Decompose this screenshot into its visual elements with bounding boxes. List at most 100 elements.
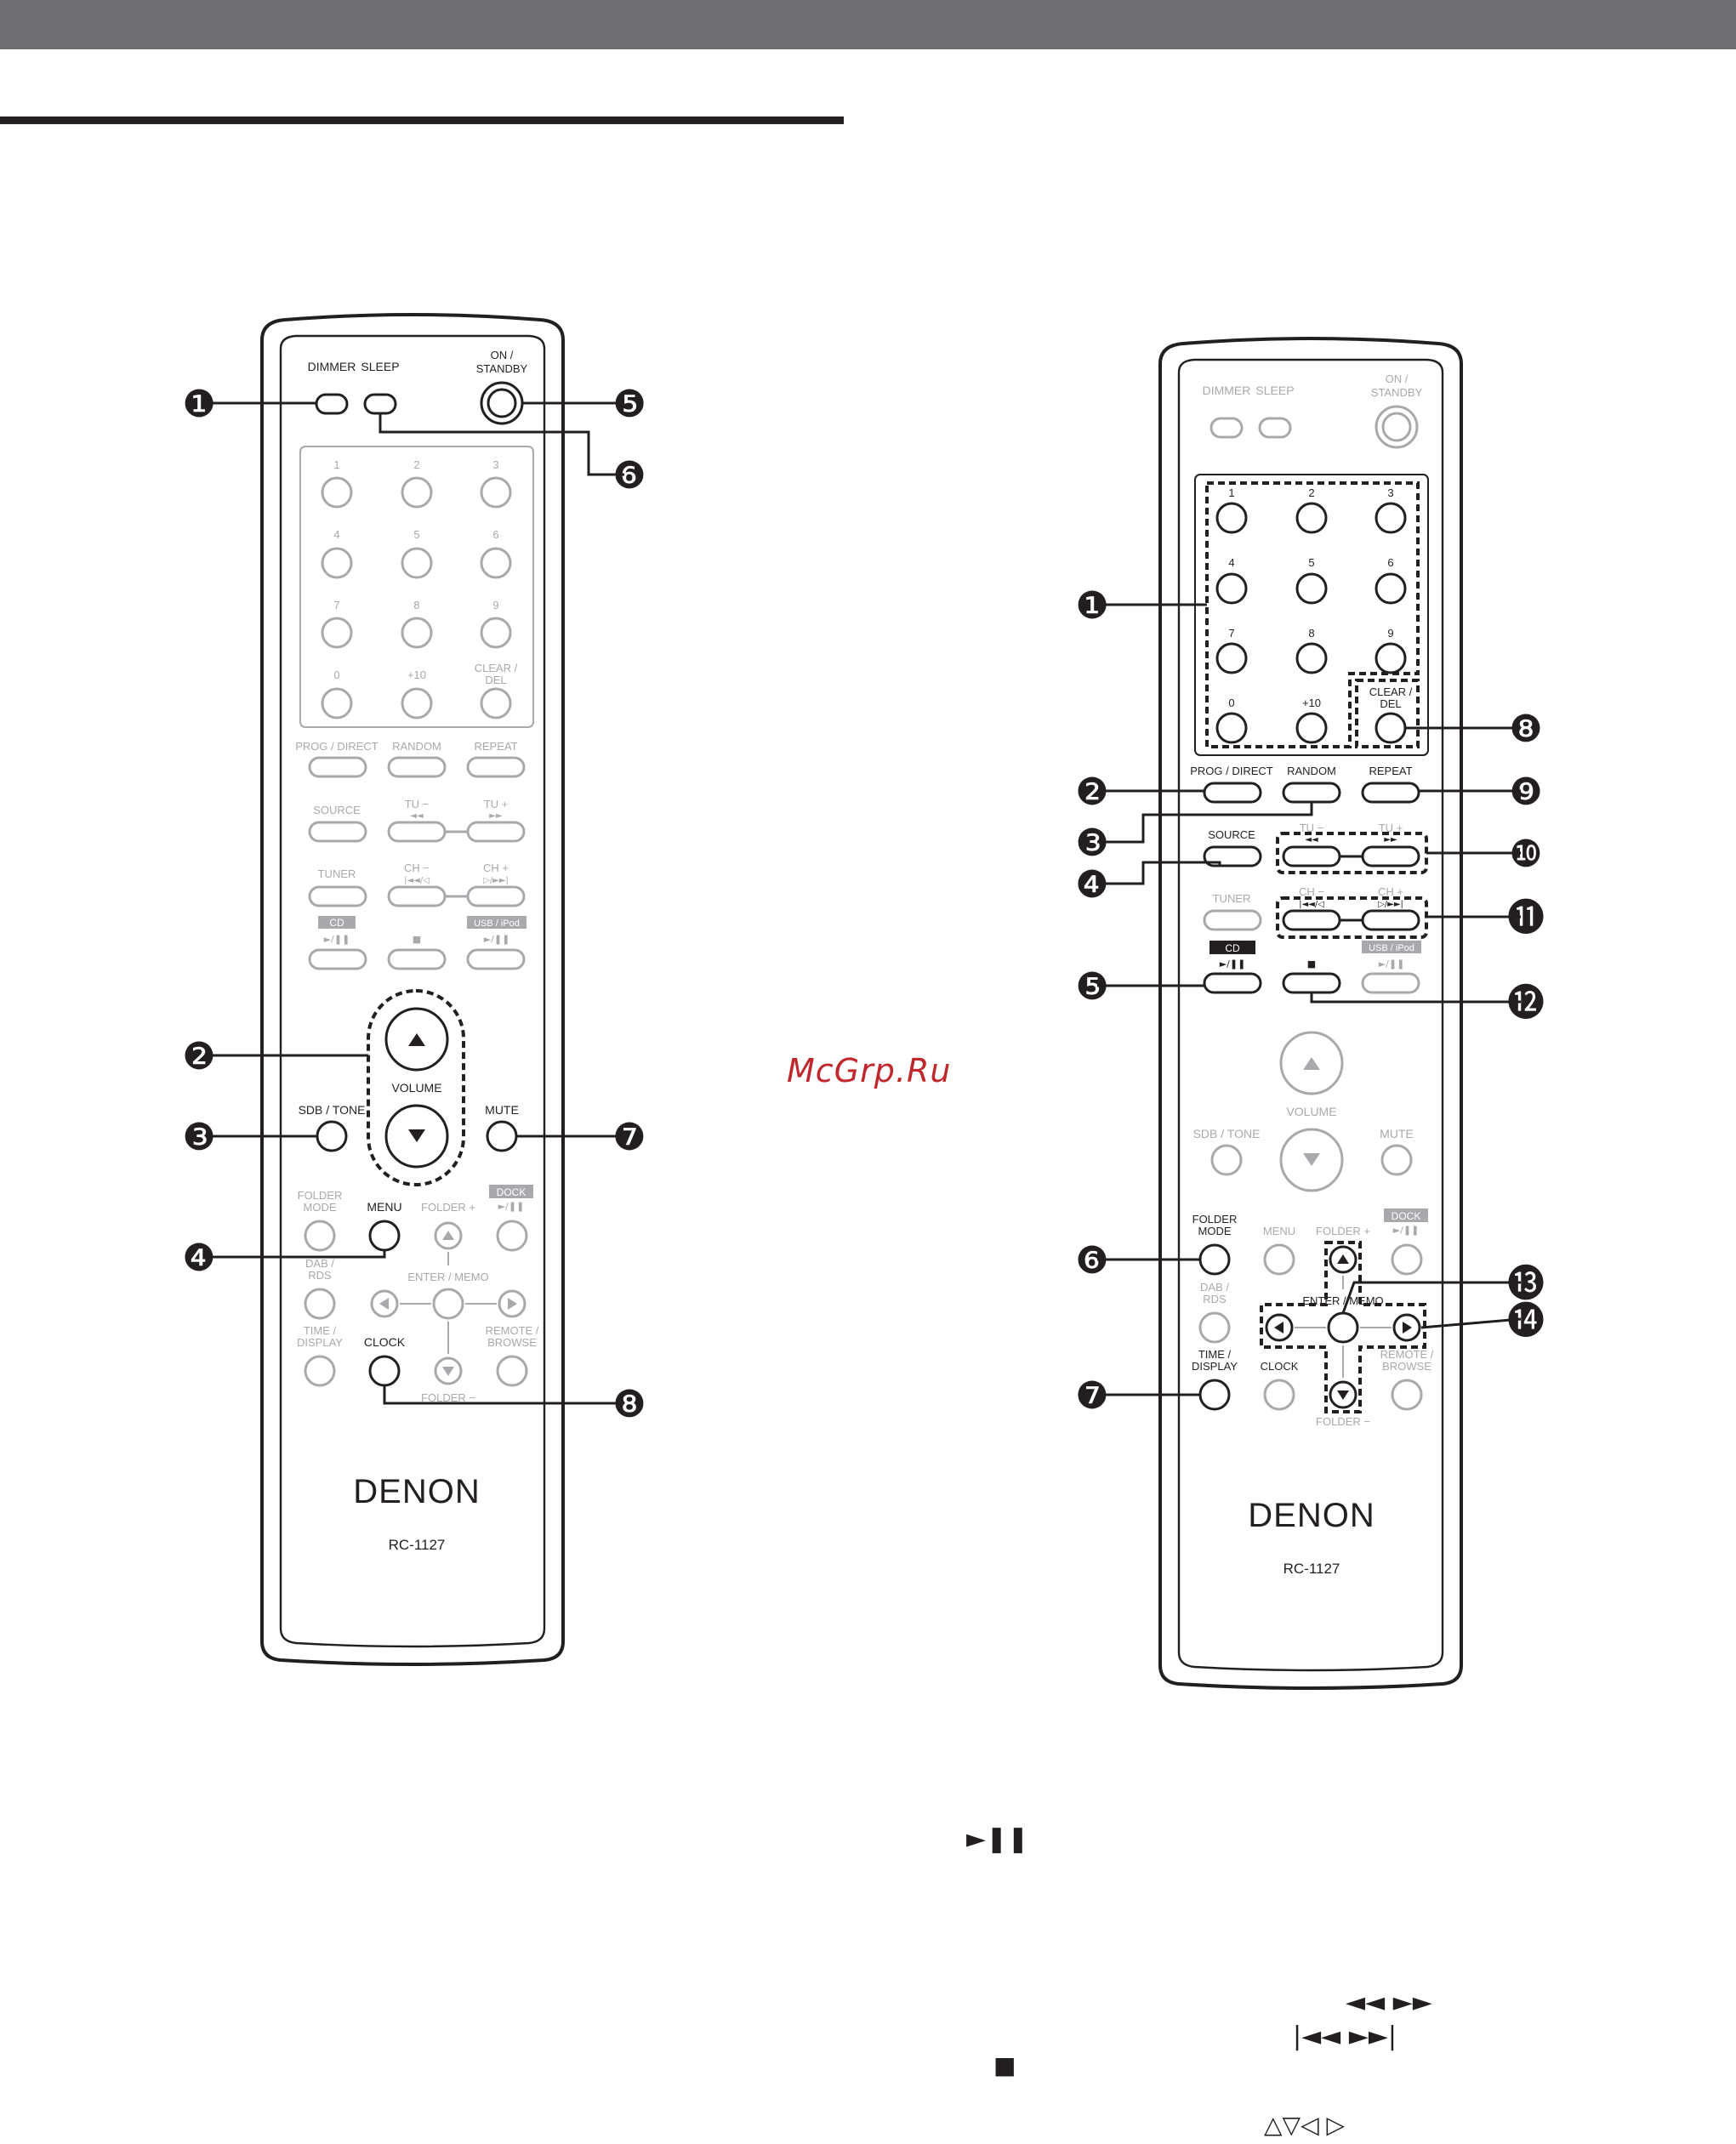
- key2-button[interactable]: [1295, 502, 1328, 534]
- ch-plus-label: CH +: [1378, 885, 1403, 898]
- on-label: ON /: [1386, 372, 1409, 385]
- dimmer-button[interactable]: [315, 393, 349, 415]
- menu-button[interactable]: [368, 1220, 401, 1252]
- key6-button[interactable]: [480, 547, 512, 579]
- mute-button[interactable]: [1380, 1144, 1413, 1176]
- remote-browse-button[interactable]: [496, 1355, 528, 1387]
- tu-plus-label: TU +: [484, 798, 509, 810]
- tu-plus-button[interactable]: [1361, 845, 1420, 867]
- key8-button[interactable]: [401, 617, 433, 649]
- left-remote-diagram: DIMMER SLEEP ON / STANDBY 1 2 3 4 5 6 7 …: [179, 306, 689, 1667]
- random-label: RANDOM: [392, 740, 441, 753]
- clear-button[interactable]: [1375, 712, 1407, 744]
- key4-button[interactable]: [1215, 572, 1248, 605]
- tuner-button[interactable]: [308, 885, 367, 907]
- mute-button[interactable]: [486, 1120, 518, 1152]
- brand-logo: DENON: [1248, 1497, 1375, 1534]
- mute-label: MUTE: [1380, 1127, 1414, 1140]
- ch-minus-button[interactable]: [1282, 909, 1341, 931]
- sdb-label: SDB / TONE: [299, 1103, 366, 1117]
- key7-button[interactable]: [321, 617, 353, 649]
- prog-direct-button[interactable]: [1203, 782, 1262, 804]
- key5-label: 5: [413, 528, 419, 541]
- repeat-button[interactable]: [466, 756, 526, 778]
- callout-6: ❻: [1075, 1239, 1108, 1282]
- ch-plus-button[interactable]: [466, 885, 526, 907]
- folder-mode-button[interactable]: [304, 1220, 336, 1252]
- clear-button[interactable]: [480, 687, 512, 719]
- key9-button[interactable]: [1375, 642, 1407, 674]
- callout-12: ⓬: [1507, 981, 1545, 1025]
- ch-plus-label: CH +: [483, 862, 509, 874]
- play-pause-glyph: ►❚❚: [966, 1824, 1029, 1854]
- cd-play-glyph: ►/❚❚: [324, 934, 350, 945]
- enter-memo-button[interactable]: [432, 1288, 464, 1320]
- callout-4: ❹: [182, 1237, 215, 1280]
- remote-browse-label: REMOTE /: [1380, 1348, 1434, 1361]
- key8-label: 8: [1308, 627, 1314, 640]
- key1-button[interactable]: [1215, 502, 1248, 534]
- folder-mode-button[interactable]: [1198, 1243, 1231, 1276]
- browse-label: BROWSE: [1382, 1360, 1431, 1373]
- enter-memo-button[interactable]: [1327, 1311, 1359, 1344]
- key10-button[interactable]: [1295, 712, 1328, 744]
- ch-plus-button[interactable]: [1361, 909, 1420, 931]
- tu-minus-button[interactable]: [387, 821, 447, 843]
- ch-minus-button[interactable]: [387, 885, 447, 907]
- key9-button[interactable]: [480, 617, 512, 649]
- key10-button[interactable]: [401, 687, 433, 719]
- time-display-button[interactable]: [1198, 1379, 1231, 1411]
- prog-direct-button[interactable]: [308, 756, 367, 778]
- ch-minus-label: CH −: [1299, 885, 1324, 898]
- sdb-tone-button[interactable]: [316, 1120, 348, 1152]
- stop-button[interactable]: [1282, 972, 1341, 994]
- source-button[interactable]: [308, 821, 367, 843]
- cd-play-button[interactable]: [1203, 972, 1262, 994]
- key4-button[interactable]: [321, 547, 353, 579]
- cd-play-button[interactable]: [308, 948, 367, 970]
- dab-label: DAB /: [305, 1257, 334, 1270]
- time-display-button[interactable]: [304, 1355, 336, 1387]
- menu-label: MENU: [367, 1200, 401, 1214]
- key6-button[interactable]: [1375, 572, 1407, 605]
- stop-button[interactable]: [387, 948, 447, 970]
- sdb-tone-button[interactable]: [1210, 1144, 1243, 1176]
- dab-rds-button[interactable]: [1198, 1311, 1231, 1344]
- key0-button[interactable]: [321, 687, 353, 719]
- menu-button[interactable]: [1263, 1243, 1295, 1276]
- callout-13: ⓭: [1507, 1262, 1545, 1305]
- tu-plus-button[interactable]: [466, 821, 526, 843]
- clear-label: CLEAR /: [475, 662, 518, 674]
- key7-button[interactable]: [1215, 642, 1248, 674]
- callout-3: ❸: [182, 1116, 215, 1159]
- key2-button[interactable]: [401, 476, 433, 509]
- key2-label: 2: [413, 458, 419, 471]
- sleep-button[interactable]: [363, 393, 397, 415]
- key3-button[interactable]: [1375, 502, 1407, 534]
- key0-button[interactable]: [1215, 712, 1248, 744]
- usb-play-button[interactable]: [466, 948, 526, 970]
- remote-browse-button[interactable]: [1391, 1379, 1423, 1411]
- clock-button[interactable]: [1263, 1379, 1295, 1411]
- section-rule: [0, 117, 844, 124]
- key5-button[interactable]: [1295, 572, 1328, 605]
- usb-play-button[interactable]: [1361, 972, 1420, 994]
- key5-button[interactable]: [401, 547, 433, 579]
- random-label: RANDOM: [1287, 765, 1336, 777]
- repeat-button[interactable]: [1361, 782, 1420, 804]
- sleep-button[interactable]: [1258, 417, 1292, 439]
- callout-10: ❿: [1509, 833, 1542, 876]
- tuner-button[interactable]: [1203, 909, 1262, 931]
- dock-play-button[interactable]: [496, 1220, 528, 1252]
- dab-rds-button[interactable]: [304, 1288, 336, 1320]
- dimmer-button[interactable]: [1210, 417, 1244, 439]
- clock-button[interactable]: [368, 1355, 401, 1387]
- key3-button[interactable]: [480, 476, 512, 509]
- key8-button[interactable]: [1295, 642, 1328, 674]
- dock-play-button[interactable]: [1391, 1243, 1423, 1276]
- random-button[interactable]: [387, 756, 447, 778]
- tu-minus-button[interactable]: [1282, 845, 1341, 867]
- key1-button[interactable]: [321, 476, 353, 509]
- dock-label: DOCK: [1392, 1210, 1421, 1222]
- random-button[interactable]: [1282, 782, 1341, 804]
